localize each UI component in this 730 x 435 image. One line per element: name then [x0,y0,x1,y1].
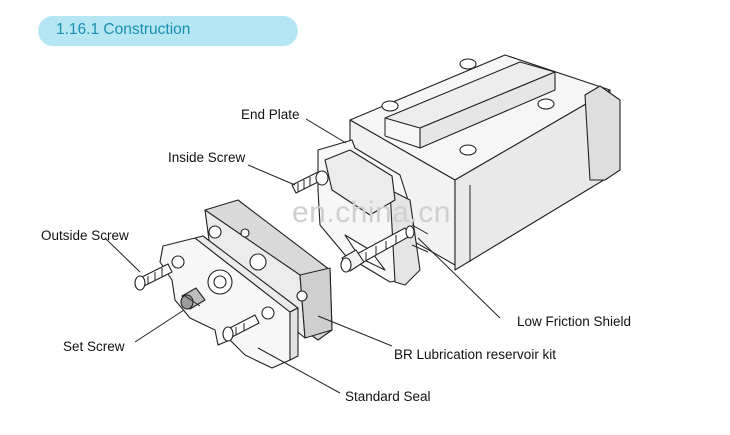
label-standard-seal: Standard Seal [345,389,431,404]
leader-lubrication-kit [317,315,393,347]
inside-screw-lower [340,225,415,273]
label-set-screw: Set Screw [63,339,125,354]
leader-standard-seal [257,347,341,394]
leader-low-friction-shield [417,237,501,319]
leader-inside-screw [247,164,296,186]
label-inside-screw: Inside Screw [168,150,246,165]
inside-screw-upper [291,170,329,194]
set-screw [180,287,206,310]
label-outside-screw: Outside Screw [41,228,129,243]
standard-seal-plate [159,235,299,369]
outside-screw [134,263,173,291]
leader-outside-screw [104,237,141,273]
seal-screw [222,314,260,342]
label-low-friction-shield: Low Friction Shield [517,314,632,329]
label-end-plate: End Plate [241,107,300,122]
section-title: 1.16.1 Construction [56,21,191,38]
leader-end-plate [305,118,347,144]
section-header-pill [38,16,298,46]
watermark: en.china.cn [292,196,451,229]
label-br-lubrication-kit: BR Lubrication reservoir kit [394,347,557,362]
leader-set-screw [134,309,185,343]
